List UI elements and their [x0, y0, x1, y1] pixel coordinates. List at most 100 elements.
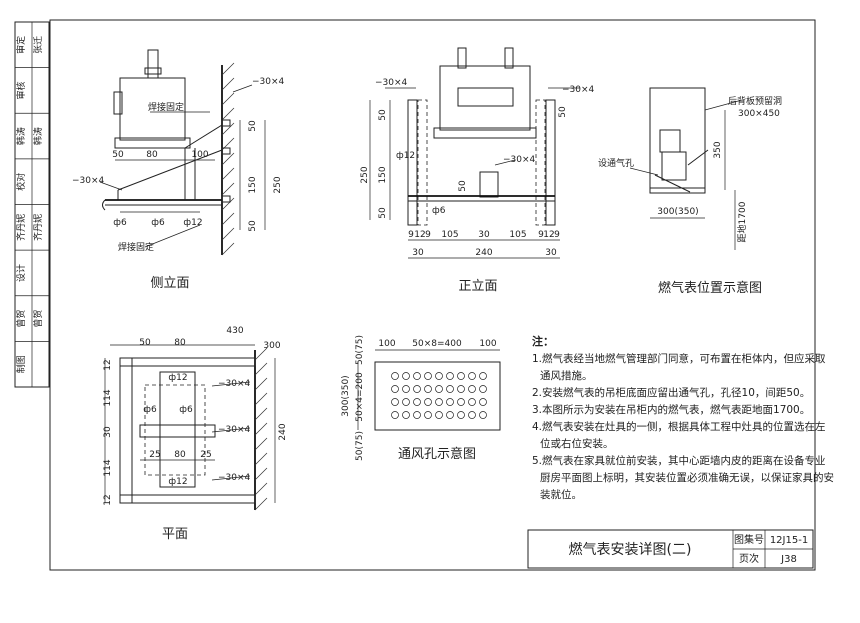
note-line: 2.安装燃气表的吊柜底面应留出通气孔，孔径10，间距50。: [532, 386, 810, 399]
dim-label: ф6: [113, 218, 127, 228]
vent-hole: [468, 411, 476, 419]
dim-label: 9: [408, 230, 414, 240]
flat-bar-label-middle: −30×4: [218, 425, 251, 435]
dim-label: 150: [248, 176, 258, 193]
flat-bar-label-bottom: −30×4: [218, 473, 251, 483]
vent-hole: [446, 385, 454, 393]
dim-label: 300: [263, 341, 280, 351]
atlas-number: 12J15-1: [770, 535, 808, 546]
sidebar-role-label: 审核: [15, 81, 27, 99]
sidebar-role-label: 设计: [15, 264, 27, 282]
dim-label: ф12: [396, 151, 415, 161]
flat-bar-label-middle: −30×4: [503, 155, 536, 165]
sidebar-signature: 曾贺: [32, 310, 44, 328]
vent-hole: [391, 385, 399, 393]
notes-heading: 注：: [532, 334, 554, 348]
vent-hole: [435, 385, 443, 393]
dim-label: ф12: [168, 373, 187, 383]
vent-hole: [391, 411, 399, 419]
page-label: 页次: [739, 552, 759, 565]
dim-label: 12: [103, 359, 113, 370]
dim-label: 240: [475, 248, 492, 258]
dim-label: ф12: [183, 218, 202, 228]
vent-hole: [479, 385, 487, 393]
vent-hole: [391, 398, 399, 406]
vent-hole: [413, 398, 421, 406]
vent-hole: [479, 411, 487, 419]
vent-hole: [457, 411, 465, 419]
vent-hole: [424, 411, 432, 419]
dim-label: 50(75): [355, 335, 365, 365]
vent-hole: [468, 398, 476, 406]
dim-label: 50×4=200: [355, 372, 365, 422]
atlas-number-label: 图集号: [734, 533, 764, 546]
vent-hole: [413, 385, 421, 393]
dim-label: 50: [112, 150, 124, 160]
note-line: 3.本图所示为安装在吊柜内的燃气表，燃气表距地面1700。: [532, 403, 810, 416]
note-line: 装就位。: [540, 488, 582, 501]
dim-label: 12: [414, 230, 425, 240]
dim-label: 105: [509, 230, 526, 240]
dim-label: 50: [558, 106, 568, 118]
vent-diagram-caption: 通风孔示意图: [398, 446, 476, 462]
dim-label: 100: [479, 339, 496, 349]
vent-hole: [391, 372, 399, 380]
dim-label: 50: [139, 338, 151, 348]
dim-label: ф6: [143, 405, 157, 415]
dim-label: 30: [412, 248, 424, 258]
dim-label: 9: [554, 230, 560, 240]
dim-label: 30: [103, 426, 113, 438]
dim-label: 105: [441, 230, 458, 240]
sidebar-role-label: 韩涛: [15, 127, 27, 145]
dim-label: 430: [226, 326, 243, 336]
sidebar-signature: 张迁: [33, 36, 44, 54]
dim-label: 50×8=400: [412, 339, 462, 349]
page-number: J38: [780, 554, 797, 565]
position-diagram-view: 燃气表位置示意图后背板预留洞300×450设通气孔350300(350)距地17…: [598, 87, 782, 296]
dim-label: 50: [378, 109, 388, 121]
dim-label: 300(350): [341, 375, 351, 416]
dim-label: ф6: [179, 405, 193, 415]
position-diagram-caption: 燃气表位置示意图: [658, 280, 762, 296]
dim-label: 25: [149, 450, 160, 460]
dim-label: 50(75): [355, 431, 365, 461]
title-block: 燃气表安装详图(二) 图集号 12J15-1 页次 J38: [527, 529, 814, 569]
vent-hole: [435, 372, 443, 380]
dim-label: 50: [458, 180, 468, 192]
dim-label: 30: [478, 230, 490, 240]
drawing-frame: [49, 19, 816, 571]
sidebar-role-label: 审定: [15, 36, 27, 54]
dim-label: 50: [248, 120, 258, 132]
vent-hole: [402, 411, 410, 419]
vent-hole: [457, 385, 465, 393]
vent-hole: [479, 398, 487, 406]
reserved-hole-size: 300×450: [738, 109, 780, 119]
vent-hole: [457, 398, 465, 406]
vent-hole: [435, 411, 443, 419]
flat-bar-label-left: −30×4: [72, 176, 105, 186]
dim-label: 12: [543, 230, 554, 240]
dim-label: ф6: [151, 218, 165, 228]
note-line: 厨房平面图上标明，其安装位置必须准确无误，以保证家具的安: [540, 471, 834, 484]
flat-bar-label-top: −30×4: [218, 379, 251, 389]
flat-bar-label-right: −30×4: [562, 85, 595, 95]
vent-hole: [446, 372, 454, 380]
plan-caption: 平面: [162, 527, 188, 542]
dim-label: 100: [191, 150, 208, 160]
dim-label: 250: [360, 166, 370, 183]
front-elevation-caption: 正立面: [458, 279, 497, 294]
vent-hole: [402, 372, 410, 380]
side-elevation-caption: 侧立面: [150, 276, 189, 291]
note-line: 5.燃气表在家具就位前安装，其中心距墙内皮的距离在设备专业: [532, 454, 826, 467]
sidebar-role-label: 齐丹妮: [15, 214, 27, 241]
notes-block: 注： 1.燃气表经当地燃气管理部门同意，可布置在柜体内，但应采取通风措施。2.安…: [532, 334, 834, 501]
sidebar-role-label: 曾贺: [15, 310, 27, 328]
sidebar: 审定张迁审核韩涛韩涛校对齐丹妮齐丹妮设计曾贺曾贺制图: [14, 21, 50, 388]
dim-label: 350: [713, 141, 723, 158]
dim-label: 240: [278, 423, 288, 440]
vent-hole: [424, 372, 432, 380]
